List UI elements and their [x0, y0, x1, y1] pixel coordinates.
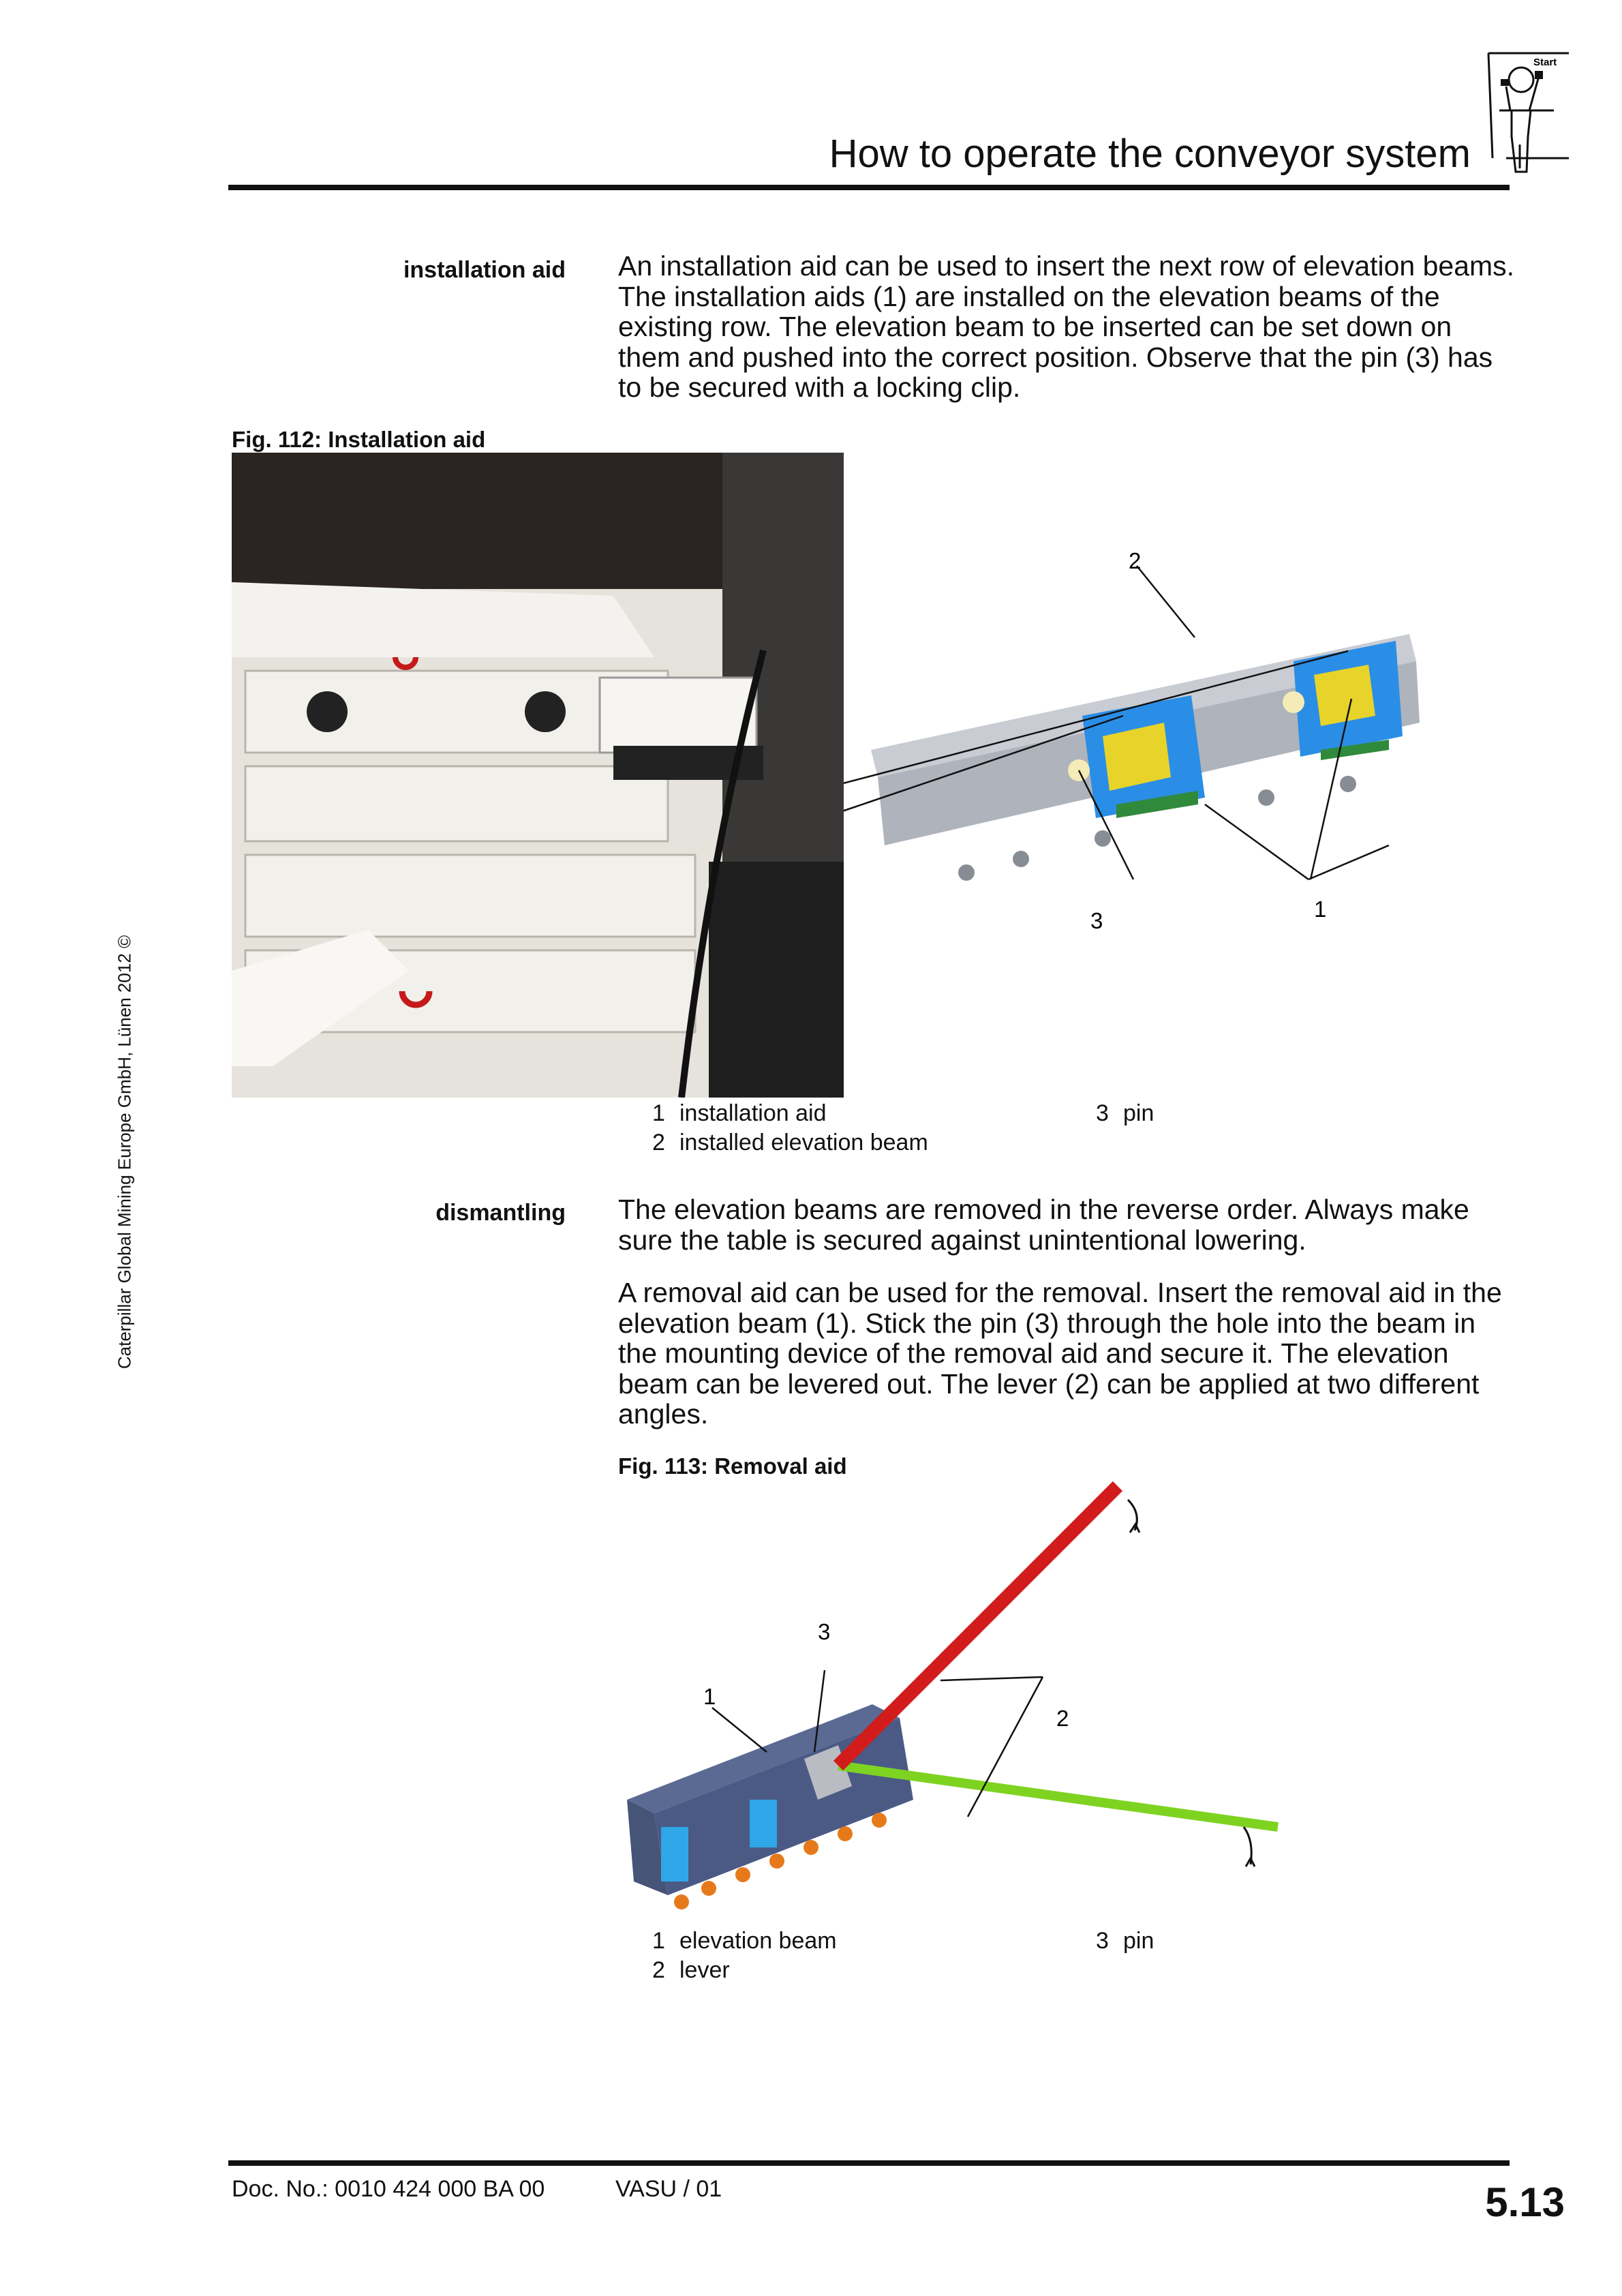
footer-rule: [228, 2160, 1510, 2166]
header-rule: [228, 185, 1510, 190]
callout-1: 1: [703, 1684, 716, 1709]
callout-3: 3: [818, 1619, 830, 1644]
section-label-dismantling: dismantling: [435, 1200, 566, 1226]
doc-number: Doc. No.: 0010 424 000 BA 00: [232, 2176, 545, 2202]
dismantling-text-1: The elevation beams are removed in the r…: [618, 1194, 1469, 1256]
start-label: Start: [1533, 57, 1557, 68]
dismantling-text-2: A removal aid can be used for the remova…: [618, 1277, 1502, 1430]
installation-aid-photo: [232, 453, 844, 1098]
operator-start-icon: Start: [1486, 49, 1571, 185]
doc-version: VASU / 01: [615, 2176, 722, 2202]
section-label-installation-aid: installation aid: [403, 257, 566, 283]
page-title: How to operate the conveyor system: [829, 132, 1471, 176]
fig-112-caption: Fig. 112: Installation aid: [232, 427, 486, 452]
installation-aid-diagram: 2 3 1: [761, 539, 1457, 948]
callout-2: 2: [1056, 1706, 1069, 1731]
page-number: 5.13: [1485, 2179, 1565, 2225]
callout-2: 2: [1129, 548, 1141, 573]
fig-113-caption: Fig. 113: Removal aid: [618, 1453, 847, 1479]
removal-aid-diagram: 1 3 2: [613, 1472, 1295, 1929]
callout-1: 1: [1314, 896, 1326, 922]
copyright-note: Caterpillar Global Mining Europe GmbH, L…: [114, 935, 135, 1370]
callout-3: 3: [1090, 908, 1103, 933]
installation-aid-text: An installation aid can be used to inser…: [618, 250, 1515, 403]
